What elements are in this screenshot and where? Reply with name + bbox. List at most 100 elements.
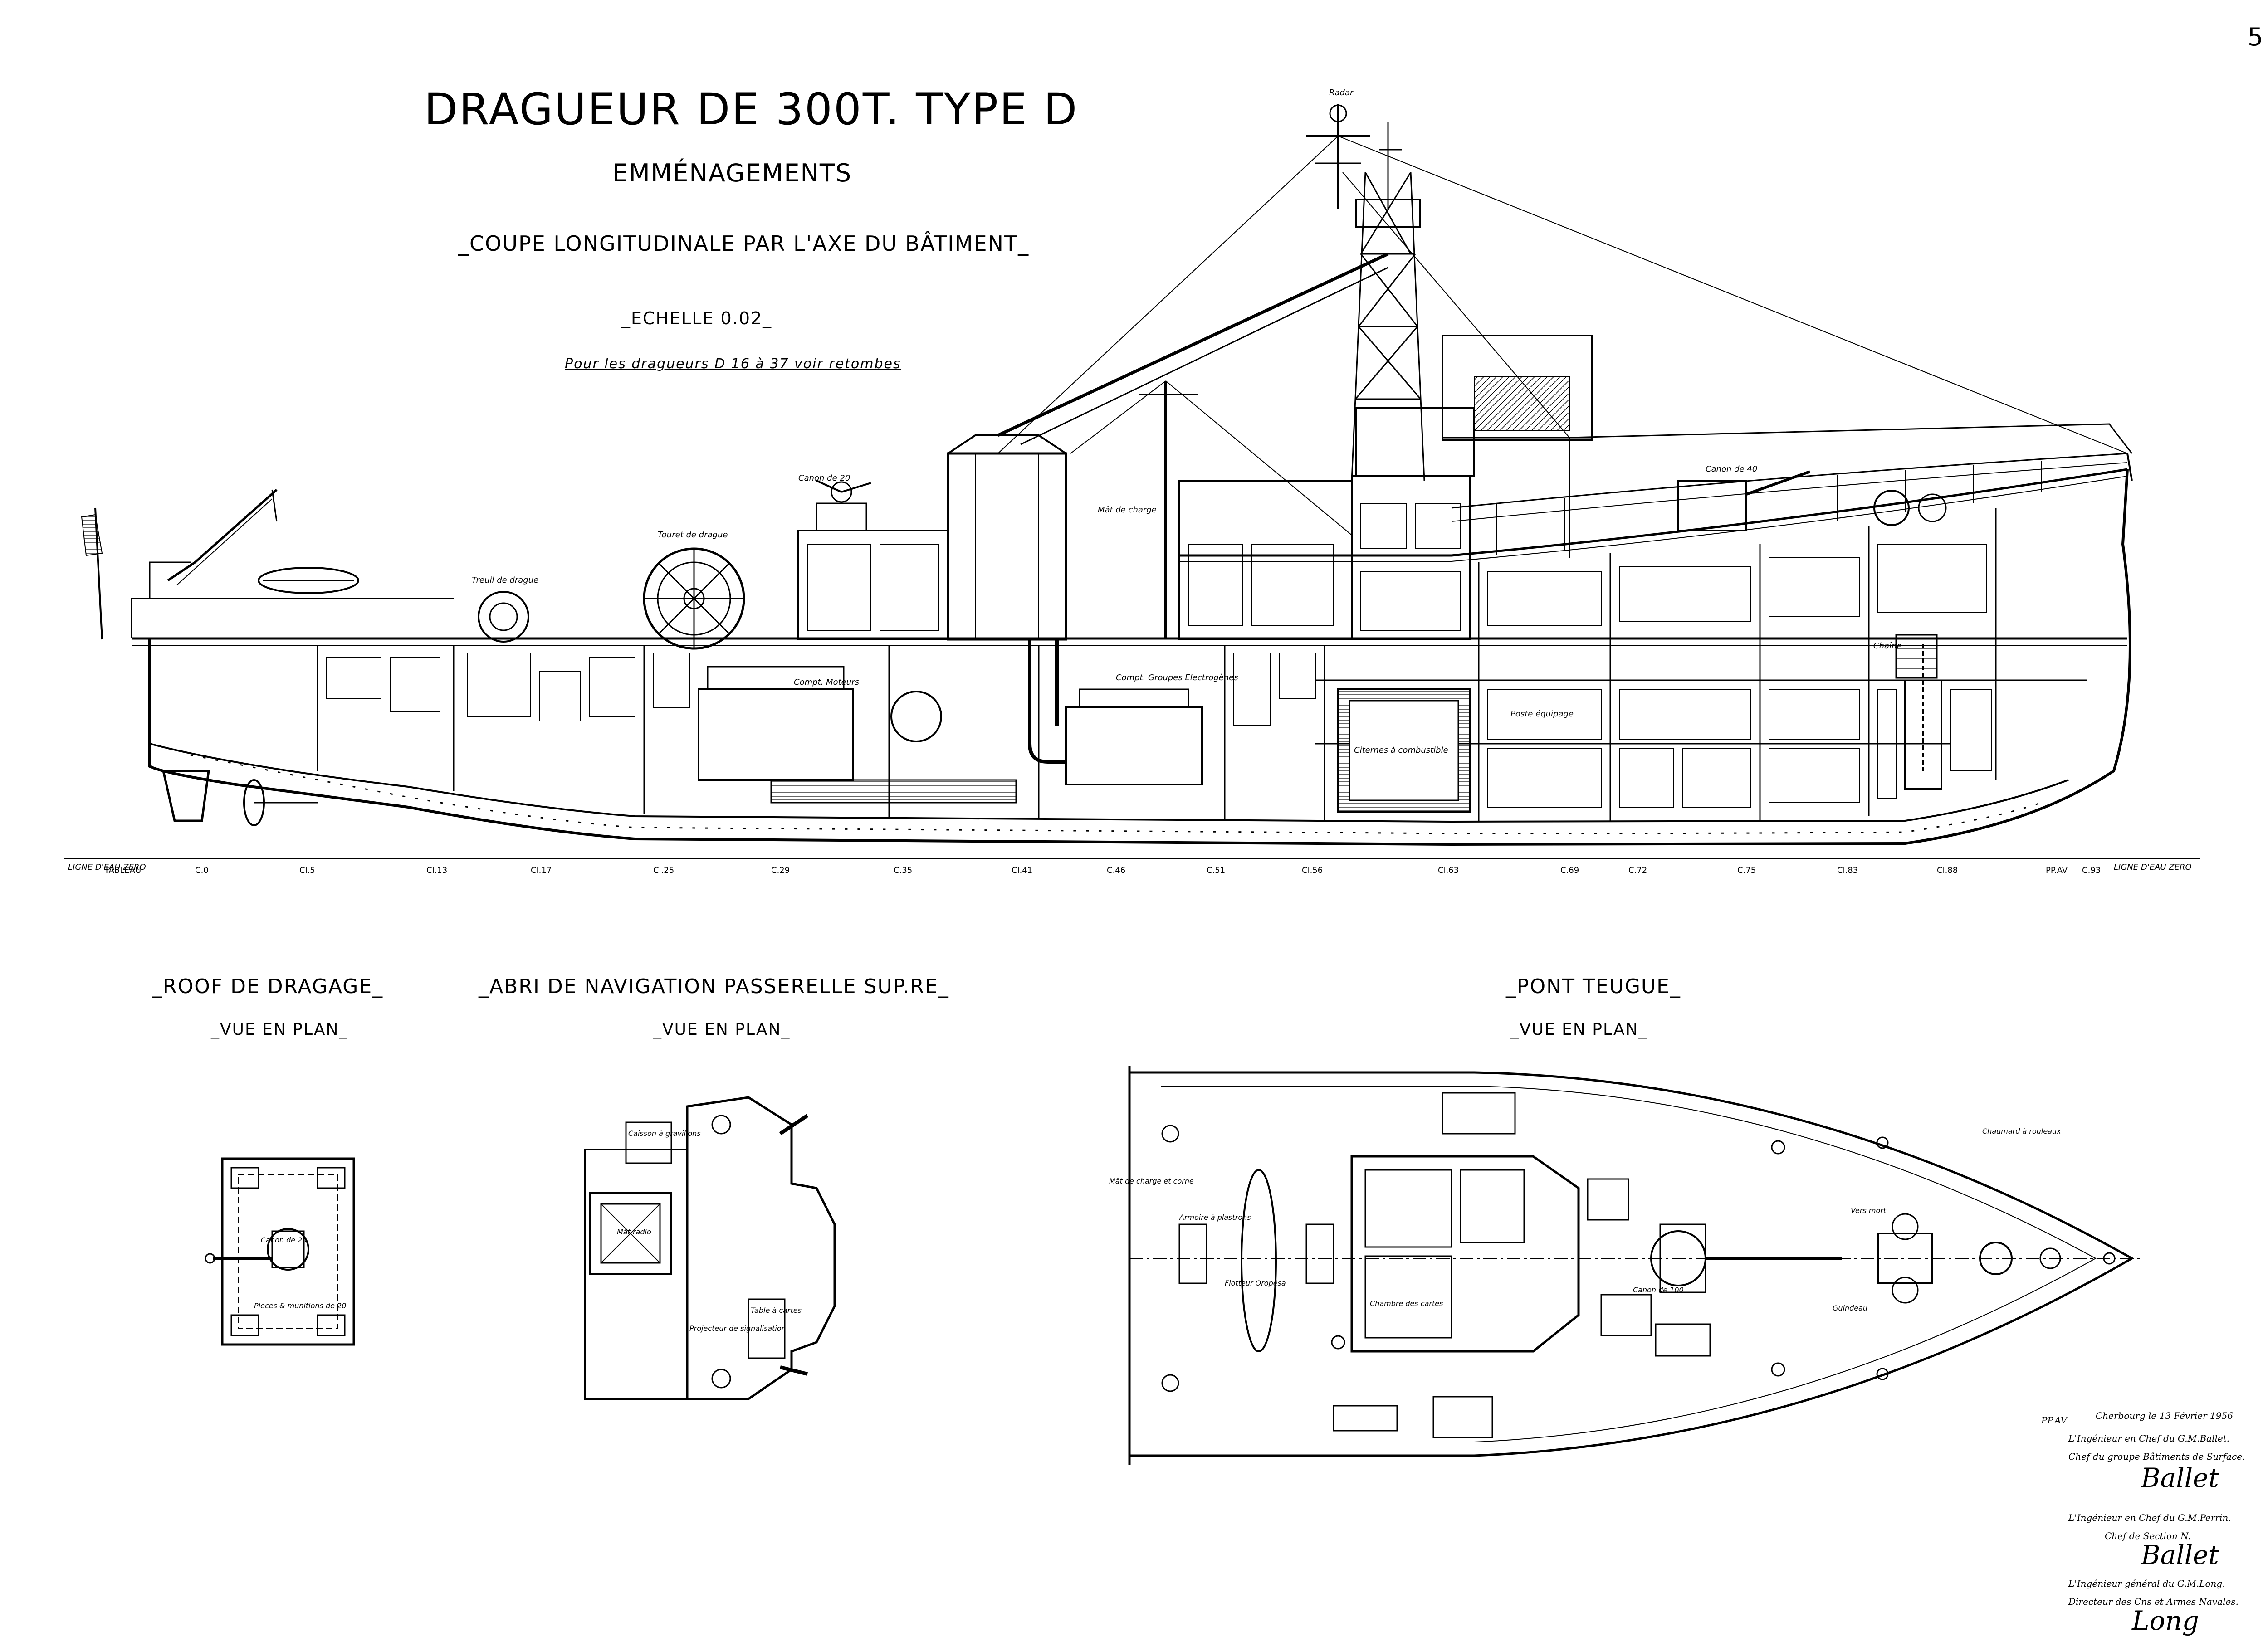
upper-bridge	[1442, 335, 1593, 441]
frame-label: PP.AV	[2046, 866, 2068, 875]
ensign-flag	[81, 514, 103, 556]
frame-label: C.69	[1560, 866, 1579, 875]
aft-gun-label: Canon de 20	[798, 473, 850, 483]
signature-line: Directeur des Cns et Armes Navales.	[2068, 1596, 2239, 1607]
frame-label: C.75	[1737, 866, 1756, 875]
abri-label: Table à cartes	[751, 1306, 802, 1315]
stern-davit	[167, 489, 278, 582]
section-title: _COUPE LONGITUDINALE PAR L'AXE DU BÂTIME…	[458, 231, 1030, 256]
frame-label: C.72	[1628, 866, 1647, 875]
chart-table	[748, 1298, 786, 1359]
pont-windlass	[1877, 1233, 1933, 1284]
sweep-winch	[478, 591, 529, 643]
drawing-title: DRAGUEUR DE 300T. TYPE D	[424, 84, 1079, 135]
pont-label: Vers mort	[1851, 1206, 1887, 1215]
signature-place-date: Cherbourg le 13 Février 1956	[2096, 1410, 2233, 1421]
frame-label: C.51	[1207, 866, 1225, 875]
pont-view-subtitle: _VUE EN PLAN_	[1510, 1020, 1648, 1039]
signature-line: L'Ingénieur en Chef du G.M.Ballet.	[2068, 1433, 2230, 1444]
bridge-deckhouse	[1351, 475, 1471, 640]
roof-plan	[205, 1157, 355, 1346]
pont-label: Mât de charge et corne	[1109, 1177, 1194, 1185]
abri-outline	[686, 1096, 836, 1400]
abri-label: Mât radio	[617, 1228, 651, 1236]
roof-outline	[221, 1157, 355, 1346]
fwd-gun-barrel	[1745, 470, 1811, 496]
frame-label: Cl.63	[1438, 866, 1459, 875]
abri-view-title: _ABRI DE NAVIGATION PASSERELLE SUP.RE_	[479, 975, 949, 998]
signature-line: L'Ingénieur en Chef du G.M.Perrin.	[2068, 1512, 2231, 1523]
pont-chart-house	[1350, 1155, 1580, 1353]
retombes-note: Pour les dragueurs D 16 à 37 voir retomb…	[565, 356, 901, 372]
roof-label: Canon de 20	[261, 1236, 307, 1244]
pont-oropesa-float	[1241, 1169, 1277, 1352]
frame-label: C.0	[195, 866, 209, 875]
pont-label: Flotteur Oropésa	[1225, 1279, 1286, 1287]
lower-deckhouse	[1178, 480, 1353, 640]
scale-label: _ECHELLE 0.02_	[621, 308, 772, 328]
forecastle-deck	[1179, 468, 2128, 557]
frame-label: Cl.5	[299, 866, 315, 875]
mast-note-label: Mât de charge	[1098, 505, 1157, 515]
frame-label: Cl.88	[1937, 866, 1958, 875]
interior-details	[326, 503, 1992, 808]
bulkheads	[317, 508, 1997, 822]
roof-gun-mount	[267, 1228, 309, 1271]
abri-label: Projecteur de signalisation	[689, 1324, 786, 1333]
frame-label: Cl.56	[1302, 866, 1323, 875]
handwritten-signature: Ballet	[2141, 1540, 2219, 1570]
inner-bottom	[149, 743, 2069, 823]
frame-label: Cl.17	[531, 866, 552, 875]
crew-label: Poste équipage	[1510, 709, 1574, 719]
waterline-aft-label: LIGNE D'EAU ZERO	[68, 862, 146, 872]
page-number: 5	[2248, 23, 2264, 51]
fwd-gun-mount	[1677, 480, 1747, 531]
signature-line: Chef du groupe Bâtiments de Surface.	[2068, 1451, 2245, 1462]
radar-antenna-icon	[1329, 104, 1347, 122]
reel-label: Touret de drague	[658, 530, 728, 540]
aft-gun-mount	[831, 481, 852, 503]
generator-label: Compt. Groupes Electrogènes	[1116, 673, 1238, 682]
signal-lamp	[779, 1114, 809, 1135]
frame-label: C.93	[2082, 866, 2101, 875]
frame-label: Cl.41	[1012, 866, 1032, 875]
longitudinal-section	[64, 104, 2200, 859]
frame-label: C.29	[771, 866, 790, 875]
pont-label: Chambre des cartes	[1370, 1299, 1443, 1308]
frame-label: C.35	[894, 866, 912, 875]
handwritten-signature: Long	[2132, 1605, 2199, 1636]
handwritten-signature: Ballet	[2141, 1462, 2219, 1493]
pont-label: Canon de 100	[1633, 1286, 1684, 1294]
frame-label: Cl.25	[653, 866, 674, 875]
oropesa-float	[258, 567, 359, 594]
chain-label: Chaîne	[1873, 641, 1902, 651]
frame-label: TABLEAU	[104, 866, 141, 875]
abri-plan	[584, 1096, 836, 1400]
frame-label: C.46	[1107, 866, 1125, 875]
generator	[1065, 706, 1203, 785]
aft-deckhouse	[797, 530, 949, 640]
pont-label: Chaumard à rouleaux	[1982, 1127, 2061, 1135]
abri-label: Caisson à gravillons	[628, 1129, 701, 1138]
roof-label: Pieces & munitions de 20	[254, 1301, 346, 1310]
funnel	[947, 452, 1067, 641]
windlass	[1873, 490, 1910, 526]
roof-view-subtitle: _VUE EN PLAN_	[211, 1020, 348, 1039]
drawing-subtitle: EMMÉNAGEMENTS	[612, 159, 852, 187]
winch-label: Treuil de drague	[472, 575, 538, 585]
signature-pp: PP.AV	[2041, 1415, 2068, 1426]
abri-view-subtitle: _VUE EN PLAN_	[653, 1020, 791, 1039]
waterline-fore-label: LIGNE D'EAU ZERO	[2114, 862, 2192, 872]
main-engine	[698, 688, 854, 781]
signature-line: L'Ingénieur général du G.M.Long.	[2068, 1578, 2225, 1589]
roof-view-title: _ROOF DE DRAGAGE_	[152, 975, 384, 998]
hull-outline	[148, 469, 2131, 846]
lattice-mast	[1351, 172, 1425, 481]
pont-label: Armoire à plastrons	[1179, 1213, 1251, 1222]
pont-plan	[1128, 1066, 2141, 1465]
engine-room-label: Compt. Moteurs	[794, 677, 859, 687]
frame-numbers: TABLEAU C.0 Cl.5 Cl.13 Cl.17 Cl.25 C.29 …	[104, 866, 2101, 875]
radio-mast-base	[589, 1192, 672, 1275]
radar-label: Radar	[1329, 88, 1354, 97]
chart-house	[1355, 407, 1475, 477]
